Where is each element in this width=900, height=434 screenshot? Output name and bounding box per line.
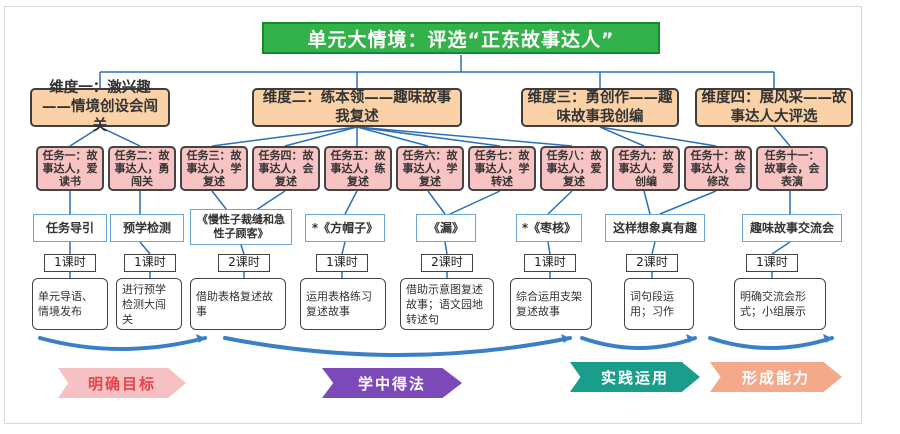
dimension-2: 维度二：练本领——趣味故事我复述 xyxy=(252,88,462,127)
lesson-3: 《慢性子裁缝和急性子顾客》 xyxy=(190,209,292,245)
lesson-7-activity: 词句段运用；习作 xyxy=(624,278,694,330)
dimension-4: 维度四：展风采——故事达人大评选 xyxy=(695,88,853,127)
lesson-3-hours: 2课时 xyxy=(218,254,270,272)
lesson-6-activity: 综合运用支架复述故事 xyxy=(510,278,592,330)
lesson-2-hours: 1课时 xyxy=(124,254,176,272)
task-4: 任务四：故事达人，会复述 xyxy=(252,146,320,191)
lesson-1: 任务导引 xyxy=(33,214,107,242)
dimension-1: 维度一：激兴趣——情境创设会闯关 xyxy=(30,80,170,134)
stage-arrow-2: 学中得法 xyxy=(322,368,462,398)
task-3: 任务三：故事达人，学复述 xyxy=(180,146,248,191)
lesson-6: *《枣核》 xyxy=(516,214,582,242)
lesson-4-hours: 1课时 xyxy=(316,254,368,272)
lesson-5: 《漏》 xyxy=(416,214,476,242)
lesson-8: 趣味故事交流会 xyxy=(742,214,842,242)
task-11: 任务十一：故事会，会表演 xyxy=(756,146,828,191)
unit-title-banner: 单元大情境：评选“正东故事达人” xyxy=(262,22,660,54)
lesson-7-hours: 2课时 xyxy=(626,254,678,272)
task-1: 任务一：故事达人，爱读书 xyxy=(36,146,104,191)
lesson-7: 这样想象真有趣 xyxy=(605,214,705,242)
stage-arrow-4: 形成能力 xyxy=(710,362,842,392)
lesson-2: 预学检测 xyxy=(110,214,184,242)
lesson-3-activity: 借助表格复述故事 xyxy=(190,278,286,330)
lesson-4-activity: 运用表格练习复述故事 xyxy=(300,278,386,330)
lesson-5-activity: 借助示意图复述故事；语文园地转述句 xyxy=(400,278,494,330)
task-7: 任务七：故事达人，学转述 xyxy=(468,146,536,191)
task-8: 任务八：故事达人，爱复述 xyxy=(540,146,608,191)
task-2: 任务二：故事达人，勇闯关 xyxy=(108,146,176,191)
lesson-1-activity: 单元导语、情境发布 xyxy=(32,278,108,330)
task-9: 任务九：故事达人，爱创编 xyxy=(612,146,680,191)
stage-arrow-1: 明确目标 xyxy=(58,368,186,398)
lesson-2-activity: 进行预学检测大闯关 xyxy=(116,278,182,330)
lesson-4: *《方帽子》 xyxy=(305,214,385,242)
dimension-3: 维度三：勇创作——趣味故事我创编 xyxy=(521,88,679,127)
lesson-8-hours: 1课时 xyxy=(746,254,798,272)
task-5: 任务五：故事达人，练复述 xyxy=(324,146,392,191)
lesson-1-hours: 1课时 xyxy=(44,254,96,272)
task-6: 任务六：故事达人，学复述 xyxy=(396,146,464,191)
stage-arrow-3: 实践运用 xyxy=(570,362,700,392)
lesson-5-hours: 2课时 xyxy=(421,254,473,272)
lesson-6-hours: 1课时 xyxy=(524,254,576,272)
task-10: 任务十：故事达人，会修改 xyxy=(684,146,752,191)
lesson-8-activity: 明确交流会形式；小组展示 xyxy=(734,278,826,330)
